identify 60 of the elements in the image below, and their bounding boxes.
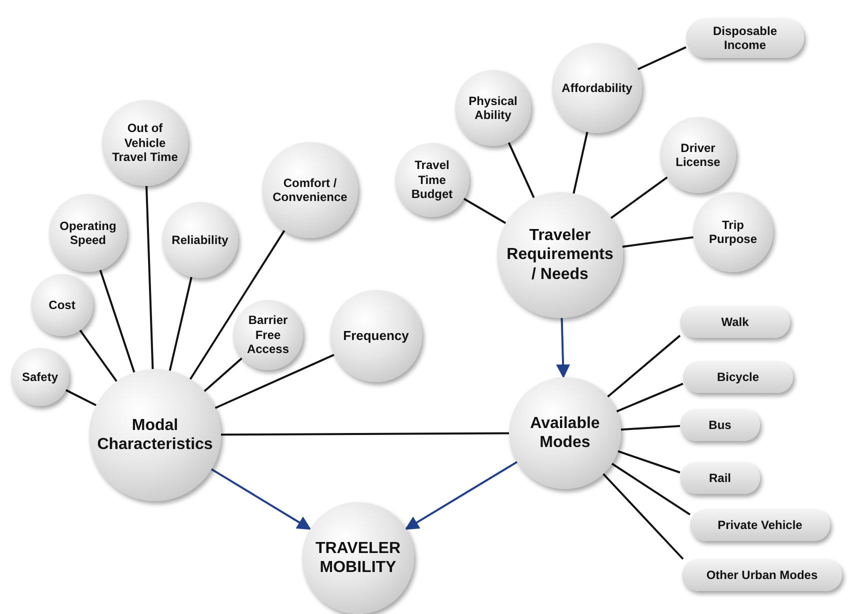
node-label: Bus — [708, 418, 732, 432]
node-label: Bicycle — [716, 370, 760, 384]
connector-line — [99, 270, 136, 373]
arrow — [556, 318, 570, 378]
connector-line — [65, 389, 97, 406]
pill-node — [683, 361, 793, 393]
connector-line — [189, 230, 286, 380]
node-label: Trip Purpose — [708, 218, 758, 246]
connector-line — [221, 432, 509, 436]
connector-line — [607, 334, 681, 398]
node-label: Travel Time Budget — [410, 158, 454, 202]
node-label: Driver License — [674, 140, 722, 170]
connector-line — [204, 357, 242, 392]
circle-node — [11, 348, 69, 406]
pill-node — [690, 509, 830, 541]
node-label: Private Vehicle — [718, 518, 802, 532]
node-label: Cost — [48, 298, 76, 312]
node-label: Comfort / Convenience — [272, 176, 348, 204]
connector-line — [618, 450, 680, 474]
node-label: Safety — [22, 370, 58, 384]
node-label: Reliability — [172, 232, 228, 248]
connector-line — [622, 236, 694, 248]
circle-node — [233, 300, 303, 370]
connector-line — [168, 276, 192, 371]
node-label: Physical Ability — [468, 94, 518, 122]
pill-node — [680, 462, 760, 494]
connector-line — [214, 354, 334, 409]
node-label: Disposable Income — [712, 24, 778, 52]
connector-line — [616, 382, 684, 412]
connector-line — [463, 198, 506, 224]
node-label: Operating Speed — [58, 218, 118, 248]
node-label: Modal Characteristics — [97, 416, 213, 454]
circle-node — [660, 117, 736, 193]
circle-node — [31, 274, 93, 336]
node-label: Traveler Requirements / Needs — [506, 226, 614, 284]
node-label: Frequency — [343, 328, 409, 344]
connector-line — [620, 424, 680, 431]
circle-node — [693, 192, 773, 272]
node-label: Affordability — [562, 80, 632, 96]
pill-node — [686, 18, 804, 58]
arrow — [404, 461, 518, 530]
node-label: Walk — [721, 314, 749, 330]
pill-node — [680, 306, 790, 338]
connector-line — [79, 330, 118, 382]
node-label: Available Modes — [529, 414, 601, 452]
connector-line — [145, 186, 154, 370]
node-label: Rail — [708, 470, 731, 486]
connector-line — [611, 462, 691, 516]
node-label: Out of Vehicle Travel Time — [111, 121, 179, 165]
arrow — [210, 468, 312, 530]
node-label: TRAVELER MOBILITY — [314, 538, 402, 578]
pill-node — [682, 559, 842, 591]
connector-line — [602, 473, 684, 560]
node-label: Other Urban Modes — [706, 568, 818, 582]
connector-line — [572, 132, 588, 194]
connector-line — [508, 142, 535, 198]
connector-line — [637, 46, 686, 70]
node-label: Barrier Free Access — [246, 313, 290, 357]
connector-line — [610, 176, 668, 219]
pill-node — [680, 409, 760, 441]
